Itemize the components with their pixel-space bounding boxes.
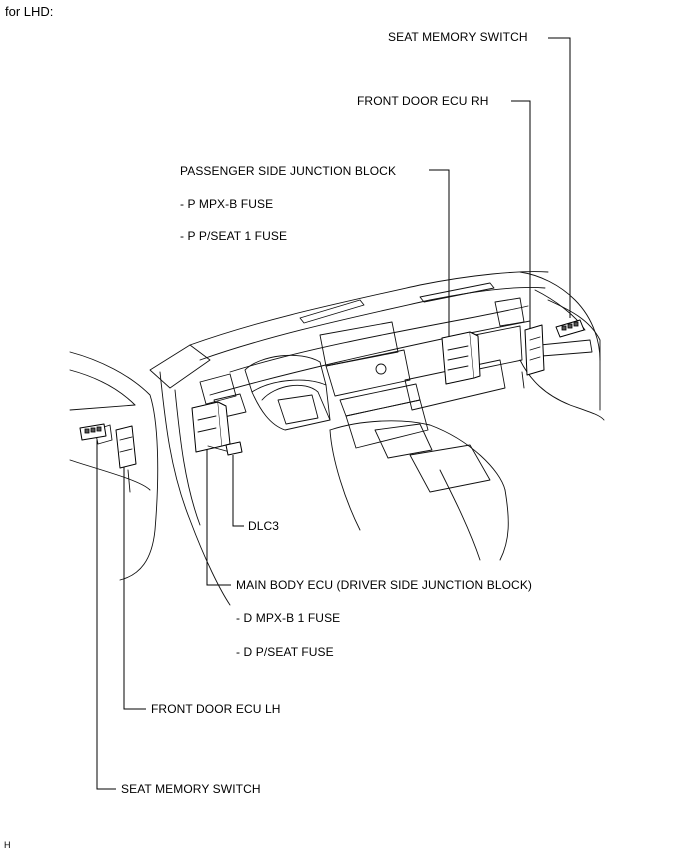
label-main-body-ecu: MAIN BODY ECU (DRIVER SIDE JUNCTION BLOC…: [236, 578, 533, 592]
leader-lines: [96, 37, 571, 790]
instrument-panel-outline: [149, 271, 605, 606]
leader-main-body-ecu: [206, 440, 231, 586]
passenger-junction-block-part: [441, 331, 481, 385]
seat-memory-switch-rh-part: [555, 319, 585, 338]
front-door-ecu-lh-part: [115, 425, 137, 493]
leader-passenger-jb: [429, 169, 450, 338]
page-heading: for LHD:: [5, 4, 54, 19]
seat-memory-switch-lh-part: [79, 423, 107, 441]
label-seat-memory-switch-lh: SEAT MEMORY SWITCH: [121, 782, 261, 796]
main-body-ecu-part: [191, 401, 231, 453]
label-d-pseat-fuse: - D P/SEAT FUSE: [236, 645, 334, 659]
leader-seat-memory-switch-lh: [96, 440, 116, 790]
leader-front-door-ecu-rh: [511, 100, 531, 330]
label-passenger-junction-block: PASSENGER SIDE JUNCTION BLOCK: [180, 164, 397, 178]
label-dlc3: DLC3: [248, 519, 280, 533]
figure-code: H: [4, 840, 11, 850]
leader-front-door-ecu-lh: [123, 462, 146, 710]
label-p-mpx-b-fuse: - P MPX-B FUSE: [180, 197, 274, 211]
front-door-ecu-rh-part: [521, 324, 545, 389]
label-front-door-ecu-rh: FRONT DOOR ECU RH: [357, 94, 489, 108]
label-front-door-ecu-lh: FRONT DOOR ECU LH: [151, 702, 281, 716]
leader-dlc3: [232, 455, 244, 527]
left-door-outline: [69, 351, 159, 581]
label-d-mpx-b-1-fuse: - D MPX-B 1 FUSE: [236, 611, 341, 625]
leader-seat-memory-switch-rh: [548, 37, 571, 318]
label-seat-memory-switch-rh: SEAT MEMORY SWITCH: [388, 30, 528, 44]
dlc3-part: [225, 441, 243, 456]
label-p-pseat-1-fuse: - P P/SEAT 1 FUSE: [180, 229, 288, 243]
